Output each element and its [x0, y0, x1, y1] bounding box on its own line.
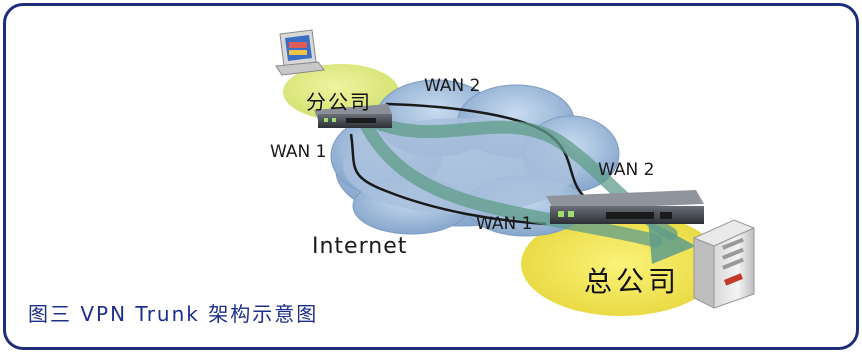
tunnel-arrow-lower	[357, 114, 663, 248]
branch-pc-icon	[275, 29, 325, 76]
branch-office-label: 分公司	[306, 90, 372, 114]
hq-router	[546, 190, 704, 224]
branch-wan1-cable	[349, 133, 547, 226]
network-diagram-canvas	[275, 29, 756, 316]
internet-label: Internet	[312, 234, 408, 259]
headquarters-label: 总公司	[584, 265, 681, 298]
branch-wan2-label: WAN 2	[424, 76, 481, 96]
diagram-frame: 分公司 WAN 2 WAN 1 WAN 2 WAN 1 Internet 总公司…	[3, 3, 859, 350]
hq-server-icon	[692, 219, 756, 309]
hq-wan1-label: WAN 1	[476, 214, 533, 234]
tunnel-arrowhead	[648, 220, 696, 264]
hq-wan2-label: WAN 2	[598, 160, 655, 180]
figure-caption: 图三 VPN Trunk 架构示意图	[28, 302, 319, 326]
branch-router	[314, 104, 392, 128]
branch-wan1-label: WAN 1	[270, 142, 327, 162]
